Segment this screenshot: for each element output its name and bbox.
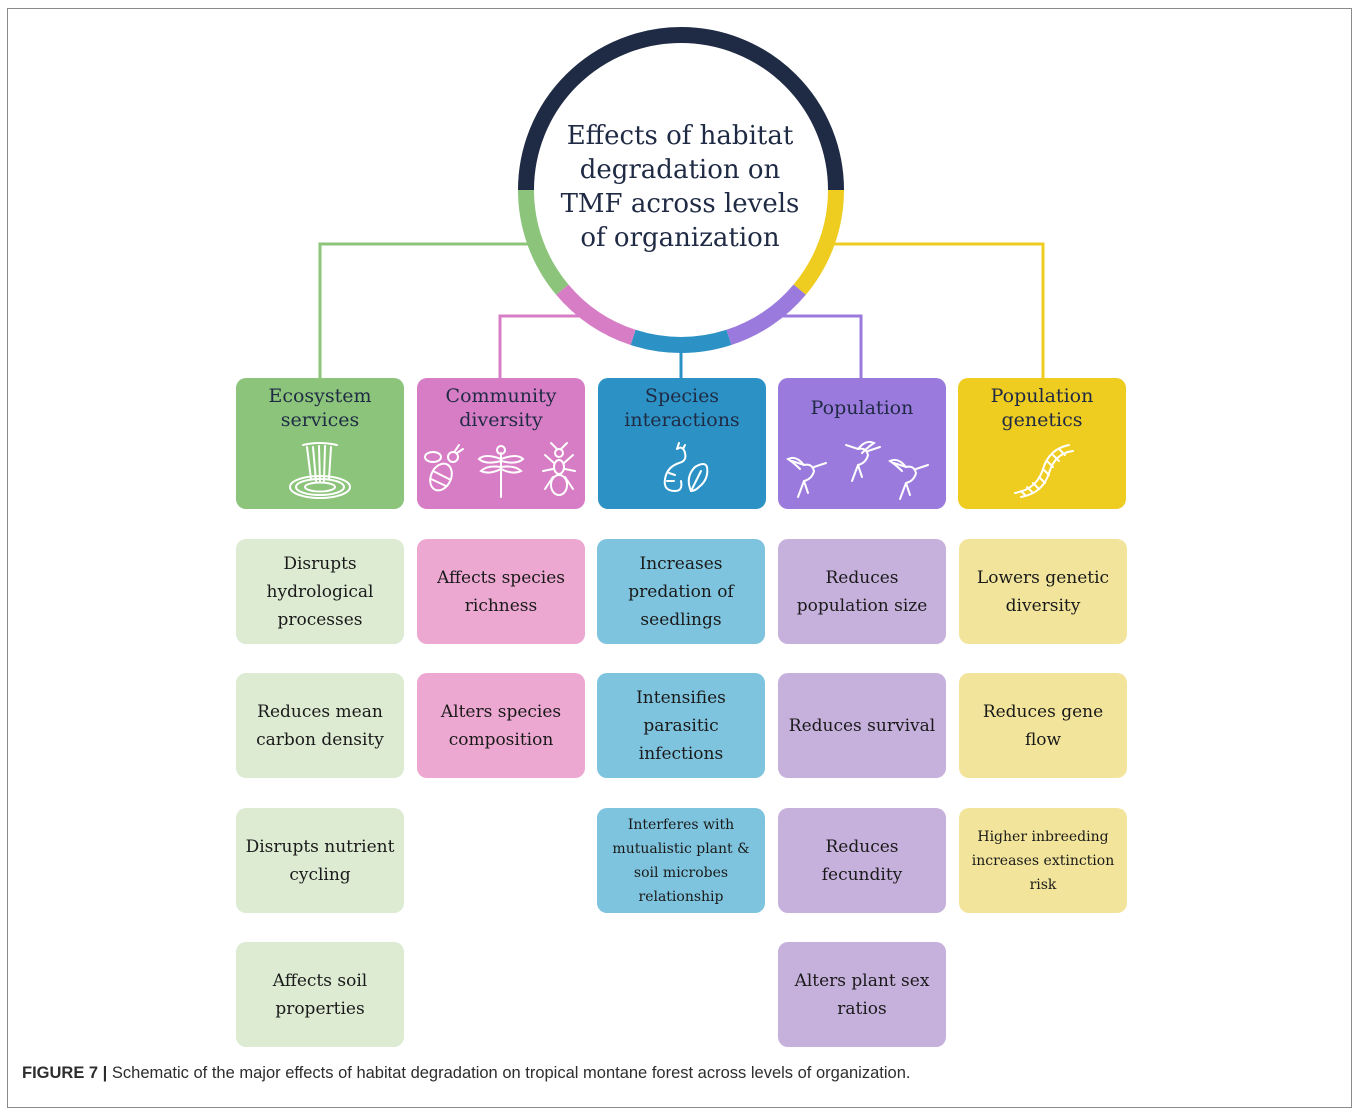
effect-box: Alters plant sex ratios [778, 942, 946, 1047]
effect-box: Reduces mean carbon density [236, 673, 404, 778]
effect-box: Reduces gene flow [959, 673, 1127, 778]
header-label: Species interactions [624, 385, 740, 431]
effect-box: Affects soil properties [236, 942, 404, 1047]
connector-community [498, 314, 580, 378]
header-population: Population [778, 378, 946, 509]
effect-box: Higher inbreeding increases extinction r… [959, 808, 1127, 913]
ring-segment-species [630, 329, 732, 353]
waterfall-icon [236, 439, 404, 501]
caption-text: Schematic of the major effects of habita… [111, 1064, 911, 1082]
ring-segment-dark [518, 27, 844, 191]
ring-segment-community [556, 284, 636, 346]
header-community-diversity: Community diversity [417, 378, 585, 509]
figure-frame [7, 8, 1352, 1108]
caption-label: FIGURE 7 | [22, 1064, 108, 1082]
effect-box: Disrupts hydrological processes [236, 539, 404, 644]
caterpillar-leaf-icon [598, 439, 766, 501]
header-species-interactions: Species interactions [598, 378, 766, 509]
effect-box: Increases predation of seedlings [597, 539, 765, 644]
effect-box: Reduces population size [778, 539, 946, 644]
effect-box: Alters species composition [417, 673, 585, 778]
effect-box: Disrupts nutrient cycling [236, 808, 404, 913]
ring-segment-genetics [793, 189, 844, 295]
effect-box: Interferes with mutualistic plant & soil… [597, 808, 765, 913]
diagram-title: Effects of habitat degradation on TMF ac… [560, 121, 800, 253]
header-label: Community diversity [445, 385, 557, 431]
hummingbirds-icon [778, 439, 946, 501]
title-ring [518, 27, 844, 353]
header-population-genetics: Population genetics [958, 378, 1126, 509]
figure-caption: FIGURE 7 | Schematic of the major effect… [22, 1064, 1342, 1083]
effect-box: Lowers genetic diversity [959, 539, 1127, 644]
effect-box: Reduces fecundity [778, 808, 946, 913]
dna-icon [958, 439, 1126, 501]
effect-box: Intensifies parasitic infections [597, 673, 765, 778]
header-label: Population [810, 397, 914, 419]
header-label: Ecosystem services [268, 385, 372, 431]
bee-dragonfly-ant-icon [417, 439, 585, 501]
connector-population [782, 314, 863, 378]
connector-genetics [832, 242, 1045, 378]
ring-segment-ecosystem [518, 189, 569, 295]
effect-box: Affects species richness [417, 539, 585, 644]
ring-segment-population [726, 284, 806, 346]
connector-ecosystem [318, 242, 530, 378]
header-label: Population genetics [990, 385, 1094, 431]
header-ecosystem-services: Ecosystem services [236, 378, 404, 509]
effect-box: Reduces survival [778, 673, 946, 778]
